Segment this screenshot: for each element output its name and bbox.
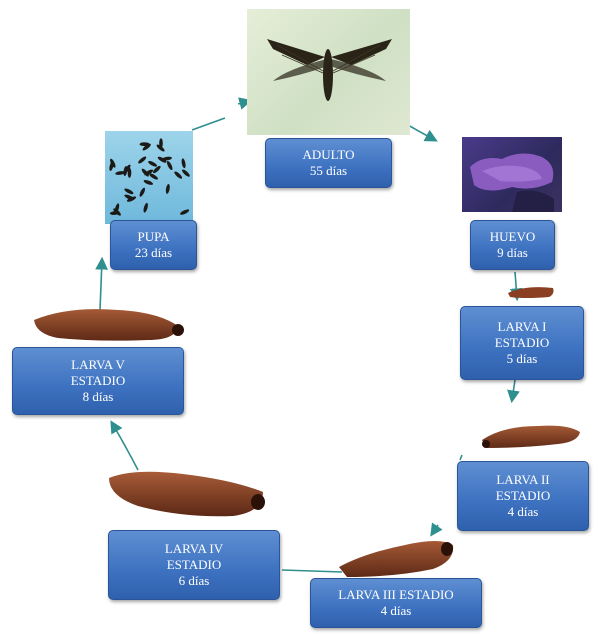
stage-adulto: ADULTO 55 días [265,138,392,188]
stage-huevo: HUEVO 9 días [470,220,555,270]
larva-1-image [505,282,557,302]
stage-larva-3-duration: 4 días [381,603,412,619]
stage-huevo-duration: 9 días [497,245,528,261]
stage-larva-1-duration: 5 días [507,351,538,367]
stage-adulto-name: ADULTO [302,147,354,163]
stage-larva-1: LARVA I ESTADIO 5 días [460,306,584,380]
larva-2-image [478,416,584,452]
stage-pupa: PUPA 23 días [110,220,197,270]
stage-larva-2-duration: 4 días [508,504,539,520]
stage-larva-2: LARVA II ESTADIO 4 días [457,461,589,531]
stage-larva-5-estadio: ESTADIO [71,373,126,389]
stage-adulto-duration: 55 días [310,163,347,179]
stage-huevo-name: HUEVO [490,229,536,245]
egg-mass-photo [462,137,562,212]
stage-pupa-name: PUPA [137,229,169,245]
pupa-shape [138,187,146,198]
stage-larva-1-name: LARVA I [498,319,547,335]
pupa-shape [143,179,154,186]
arrow-adulto-huevo [408,125,435,140]
adult-moth-photo [247,9,410,135]
larva-5-image [28,298,188,348]
stage-larva-2-estadio: ESTADIO [496,488,551,504]
stage-larva-4-duration: 6 días [179,573,210,589]
pupa-shape [137,155,147,164]
arrow-pupa-adulto [192,118,225,130]
pupa-shape [181,158,186,169]
arrow-larva1-larva2 [512,380,515,400]
pupa-shape [165,184,170,194]
stage-larva-5-duration: 8 días [83,389,114,405]
pupa-shape [124,187,135,195]
pupa-shape [143,202,149,213]
pupa-shape [179,208,190,215]
stage-larva-4: LARVA IV ESTADIO 6 días [108,530,280,600]
larva-3-image [335,531,457,581]
stage-larva-2-name: LARVA II [496,472,549,488]
stage-larva-1-estadio: ESTADIO [495,335,550,351]
pupae-photo [105,131,193,224]
stage-larva-5-name: LARVA V [71,357,125,373]
pupa-shape [181,168,191,177]
stage-larva-5: LARVA V ESTADIO 8 días [12,347,184,415]
stage-pupa-duration: 23 días [135,245,172,261]
stage-larva-4-estadio: ESTADIO [167,557,222,573]
arrow-larva3-larva4 [282,570,342,572]
larva-4-image [103,462,268,524]
pupa-shape [147,160,158,168]
pupa-shape [173,170,183,179]
pupa-shape [166,160,174,171]
stage-larva-4-name: LARVA IV [165,541,223,557]
stage-larva-3-name: LARVA III ESTADIO [338,587,453,603]
stage-larva-3: LARVA III ESTADIO 4 días [310,578,482,628]
